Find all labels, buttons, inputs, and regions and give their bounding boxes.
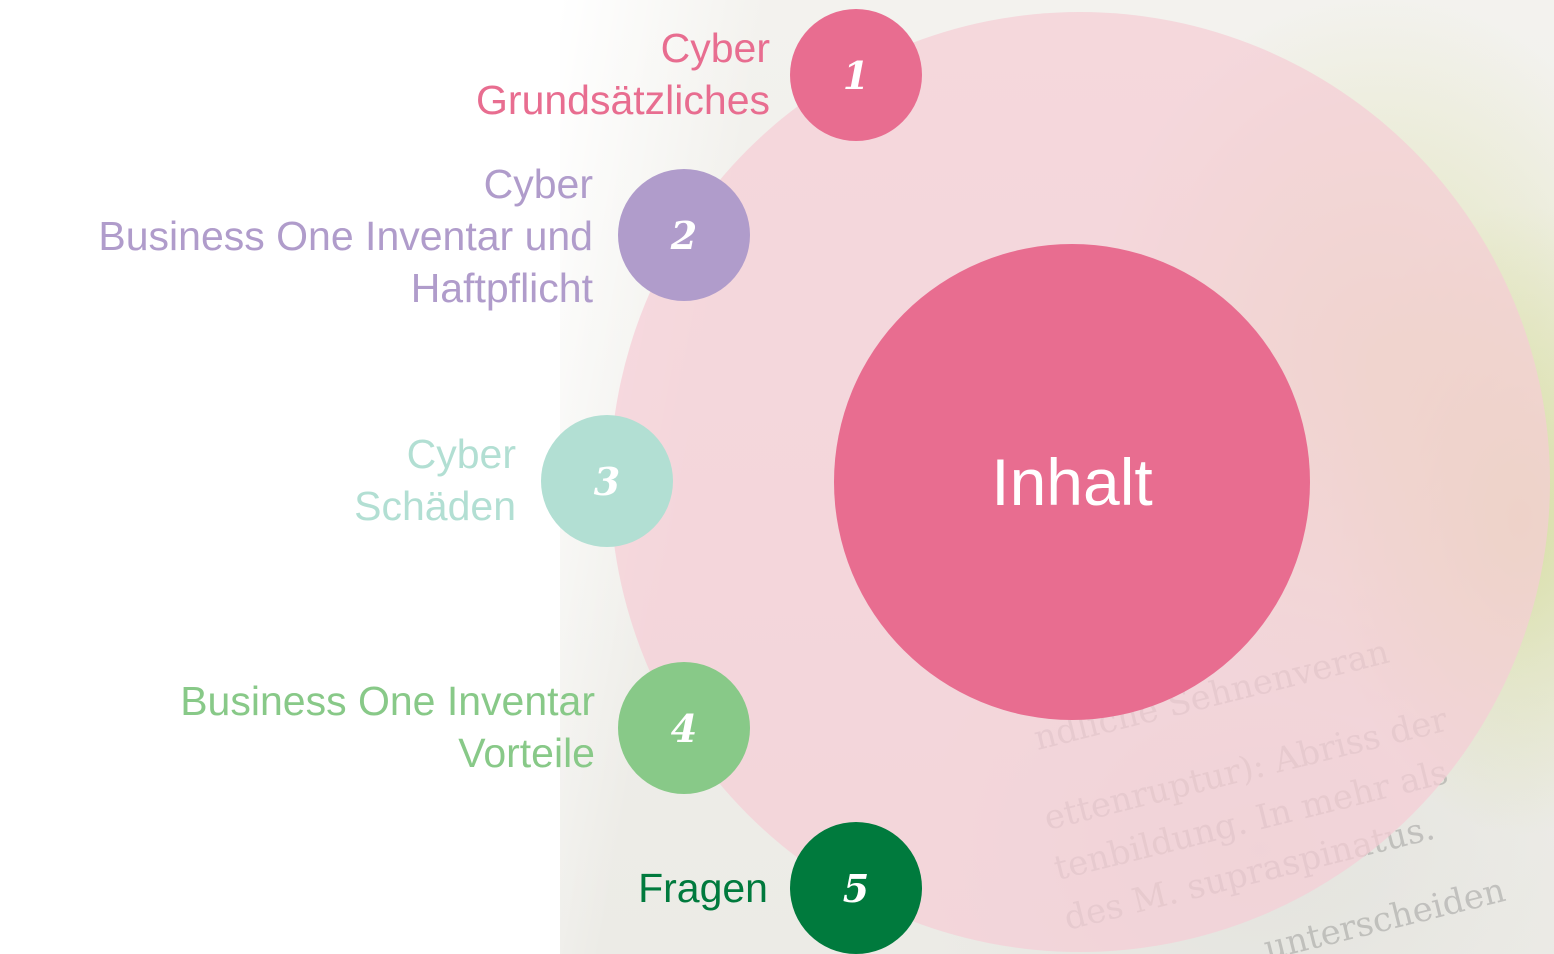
item-3-line-2: Schäden bbox=[354, 483, 516, 529]
item-5-line-1: Fragen bbox=[638, 865, 768, 911]
number-circle-4[interactable]: 4 bbox=[618, 662, 750, 794]
center-title: Inhalt bbox=[991, 445, 1153, 519]
number-circle-2[interactable]: 2 bbox=[618, 169, 750, 301]
item-2-line-3: Haftpflicht bbox=[410, 265, 593, 311]
item-4-line-1: Business One Inventar bbox=[180, 678, 595, 724]
item-5-text[interactable]: Fragen bbox=[638, 862, 768, 914]
item-1-line-1: Cyber bbox=[660, 25, 770, 71]
item-4-line-2: Vorteile bbox=[458, 730, 595, 776]
center-circle: Inhalt bbox=[834, 244, 1310, 720]
item-3-text[interactable]: Cyber Schäden bbox=[354, 428, 516, 532]
number-circle-3[interactable]: 3 bbox=[541, 415, 673, 547]
item-2-text[interactable]: Cyber Business One Inventar und Haftpfli… bbox=[98, 158, 593, 314]
item-4-text[interactable]: Business One Inventar Vorteile bbox=[180, 675, 595, 779]
number-label-5: 5 bbox=[842, 865, 870, 911]
number-circle-1[interactable]: 1 bbox=[790, 9, 922, 141]
item-2-line-2: Business One Inventar und bbox=[98, 213, 593, 259]
number-label-4: 4 bbox=[670, 705, 698, 751]
item-2-line-1: Cyber bbox=[483, 161, 593, 207]
number-label-2: 2 bbox=[670, 212, 698, 258]
number-circle-5[interactable]: 5 bbox=[790, 822, 922, 954]
item-3-line-1: Cyber bbox=[406, 431, 516, 477]
number-label-3: 3 bbox=[593, 458, 621, 504]
item-1-text[interactable]: Cyber Grundsätzliches bbox=[476, 22, 770, 126]
number-label-1: 1 bbox=[842, 52, 870, 98]
item-1-line-2: Grundsätzliches bbox=[476, 77, 770, 123]
